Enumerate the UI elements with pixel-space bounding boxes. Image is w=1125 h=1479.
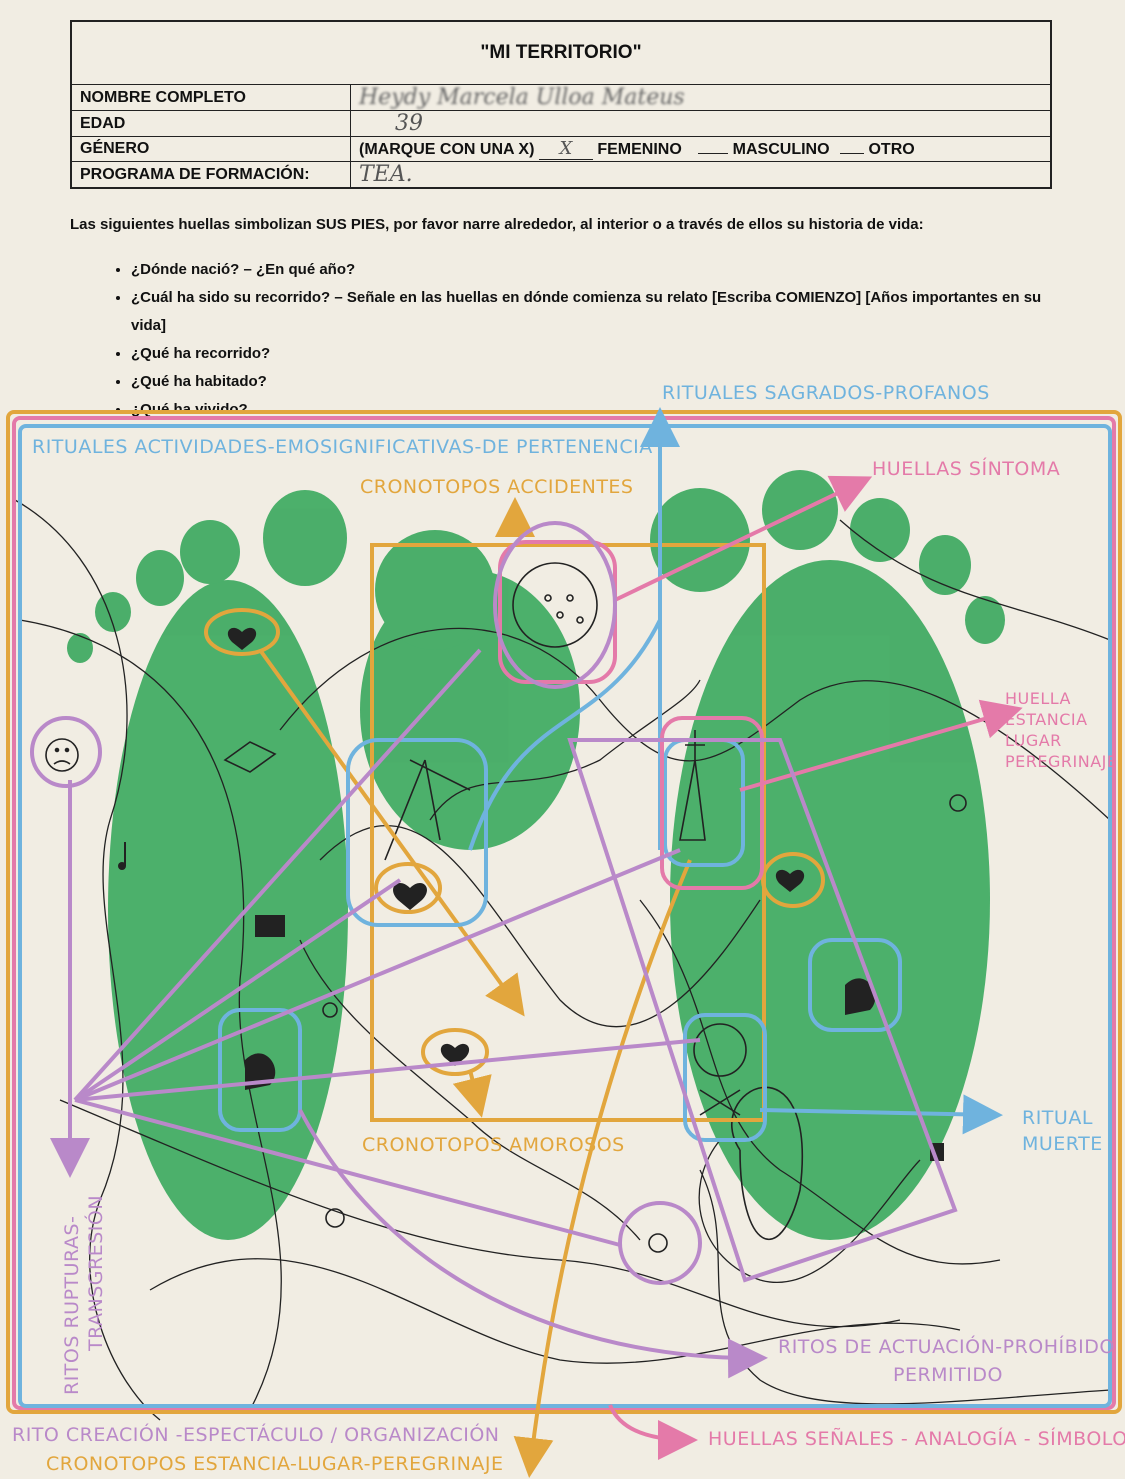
label-cronotopos-accidentes: CRONOTOPOS ACCIDENTES bbox=[360, 476, 634, 498]
program-label: PROGRAMA DE FORMACIÓN: bbox=[70, 161, 351, 189]
church-drawing-left bbox=[384, 759, 471, 861]
program-handwriting: TEA. bbox=[359, 162, 413, 187]
label-rito-creacion: RITO CREACIÓN -ESPECTÁCULO / ORGANIZACIÓ… bbox=[12, 1424, 500, 1446]
label-ritos-actuacion: RITOS DE ACTUACIÓN-PROHÍBIDO bbox=[778, 1336, 1115, 1358]
heart-icon bbox=[775, 869, 805, 892]
church-drawing-right bbox=[679, 730, 706, 841]
gender-female: FEMENINO bbox=[597, 141, 682, 158]
book-icon bbox=[223, 741, 277, 773]
sad-face-icon bbox=[45, 738, 79, 772]
smile-icon bbox=[325, 1208, 345, 1228]
heart-icon bbox=[393, 883, 427, 910]
blue-border bbox=[18, 424, 1112, 1408]
gender-label: GÉNERO bbox=[70, 136, 351, 162]
question-item: ¿Dónde nació? – ¿En qué año? bbox=[131, 256, 1061, 284]
label-ritos-rupturas: RITOS RUPTURAS- TRANSGRESIÓN bbox=[61, 1194, 107, 1395]
heart-icon bbox=[440, 1043, 470, 1066]
label-huella-estancia: HUELLA ESTANCIA LUGAR PEREGRINAJE bbox=[1005, 689, 1118, 771]
label-huellas-senales: HUELLAS SEÑALES - ANALOGÍA - SÍMBOLO bbox=[708, 1428, 1125, 1450]
label-ritual-muerte: RITUAL MUERTE bbox=[1022, 1107, 1103, 1155]
sun-drawing bbox=[512, 562, 598, 648]
name-label: NOMBRE COMPLETO bbox=[70, 84, 351, 111]
mi-territorio-form: "MI TERRITORIO" NOMBRE COMPLETO Heydy Ma… bbox=[70, 20, 1052, 189]
label-rituales-actividades: RITUALES ACTIVIDADES-EMOSIGNIFICATIVAS-D… bbox=[32, 436, 653, 458]
hammer-sickle-icon bbox=[845, 978, 876, 1015]
camera-icon bbox=[255, 915, 285, 937]
label-rituales-sagrados: RITUALES SAGRADOS-PROFANOS bbox=[662, 382, 990, 404]
orange-border bbox=[6, 410, 1122, 1414]
doodles bbox=[45, 562, 967, 1253]
label-cronotopos-amorosos: CRONOTOPOS AMOROSOS bbox=[362, 1134, 625, 1156]
center-footprint bbox=[360, 530, 580, 850]
gender-options: (MARQUE CON UNA X) X FEMENINO MASCULINO … bbox=[350, 136, 1052, 162]
instructions-text: Las siguientes huellas simbolizan SUS PI… bbox=[70, 216, 924, 233]
right-footprint bbox=[650, 470, 1005, 1240]
blue-annotations bbox=[218, 407, 1003, 1142]
label-permitido: PERMITIDO bbox=[893, 1364, 1003, 1386]
gender-mark: X bbox=[559, 138, 573, 159]
gender-instruction: (MARQUE CON UNA X) bbox=[359, 141, 535, 158]
smile-icon bbox=[648, 1233, 668, 1253]
left-footprint bbox=[67, 490, 348, 1240]
program-value: TEA. bbox=[350, 161, 1052, 189]
smile-icon bbox=[322, 1002, 338, 1018]
age-handwriting: 39 bbox=[395, 111, 423, 136]
purple-annotations bbox=[30, 521, 958, 1379]
question-item: ¿Qué ha habitado? bbox=[131, 368, 1061, 396]
label-cronotopos-estancia: CRONOTOPOS ESTANCIA-LUGAR-PEREGRINAJE bbox=[46, 1453, 504, 1475]
pink-annotations bbox=[498, 475, 1023, 1460]
age-value: 39 bbox=[350, 110, 1052, 137]
name-handwriting: Heydy Marcela Ulloa Mateus bbox=[359, 85, 685, 110]
heart-icon bbox=[227, 627, 257, 650]
gender-male: MASCULINO bbox=[732, 141, 830, 158]
questions-list: ¿Dónde nació? – ¿En qué año? ¿Cuál ha si… bbox=[105, 256, 1061, 424]
question-item: ¿Cuál ha sido su recorrido? – Señale en … bbox=[131, 284, 1061, 340]
gender-other: OTRO bbox=[868, 141, 915, 158]
label-huellas-sintoma: HUELLAS SÍNTOMA bbox=[872, 458, 1061, 480]
heart-drawing bbox=[730, 1086, 803, 1241]
skull-icon bbox=[693, 1023, 747, 1077]
question-item: ¿Qué ha recorrido? bbox=[131, 340, 1061, 368]
name-value: Heydy Marcela Ulloa Mateus bbox=[350, 84, 1052, 111]
smile-icon bbox=[949, 794, 967, 812]
